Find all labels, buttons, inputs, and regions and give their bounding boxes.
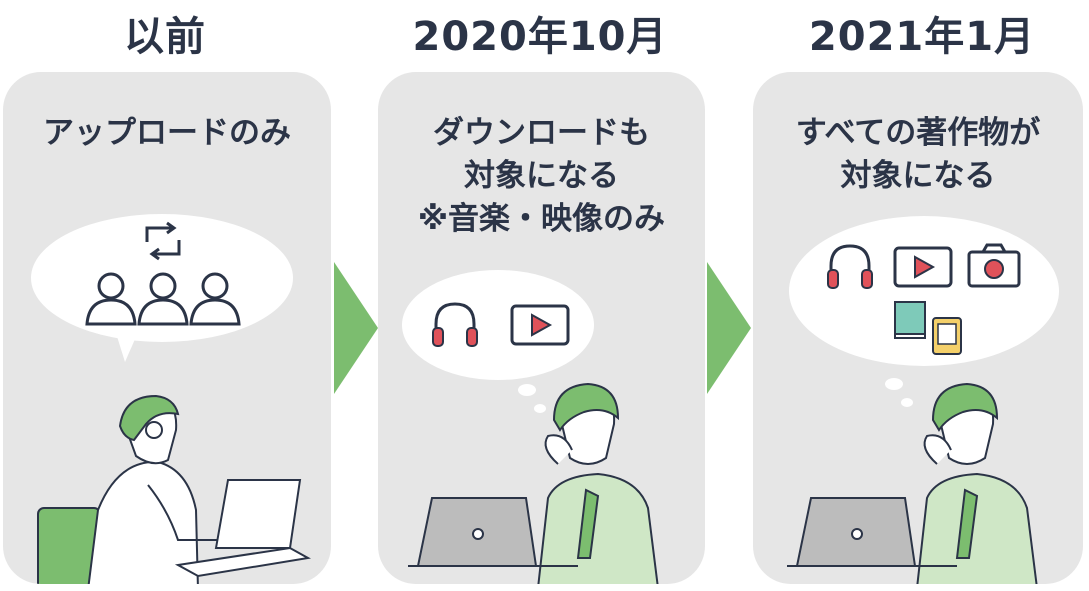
heading-line: すべての著作物が — [795, 115, 1041, 151]
man-thinking-laptop-illustration — [787, 382, 1038, 584]
heading-line: ※音楽・映像のみ — [417, 201, 666, 237]
ebook-icon — [932, 317, 962, 355]
thought-dot — [518, 384, 536, 396]
thought-dot — [885, 378, 903, 390]
stage-title-2021-1: 2021年1月 — [808, 14, 1036, 60]
thought-dot — [534, 404, 546, 413]
headphones-icon — [827, 244, 873, 289]
arrow-right-icon — [334, 262, 378, 394]
heading-line: アップロードのみ — [43, 115, 291, 151]
book-icon — [894, 301, 926, 339]
heading-line: ダウンロードも — [433, 115, 650, 151]
headphones-icon — [432, 302, 478, 347]
panel-heading: ダウンロードも 対象になる ※音楽・映像のみ — [378, 112, 705, 241]
panel-heading: アップロードのみ — [3, 112, 331, 155]
panel-2021-1: すべての著作物が 対象になる — [753, 72, 1083, 584]
thought-bubble — [789, 216, 1059, 366]
heading-line: 対象になる — [464, 158, 619, 194]
panel-before: アップロードのみ — [3, 72, 331, 584]
heading-line: 対象になる — [840, 158, 996, 194]
camera-icon — [967, 243, 1021, 288]
speech-bubble-tail — [115, 330, 139, 362]
speech-bubble — [31, 214, 293, 342]
stage-title-2020-10: 2020年10月 — [412, 14, 668, 60]
panel-2020-10: ダウンロードも 対象になる ※音楽・映像のみ — [378, 72, 705, 584]
people-icon — [85, 272, 241, 326]
man-thinking-laptop-illustration — [408, 382, 659, 584]
panel-heading: すべての著作物が 対象になる — [753, 112, 1083, 198]
stage-title-before: 以前 — [124, 14, 206, 60]
video-play-icon — [510, 304, 570, 346]
video-play-icon — [893, 246, 953, 288]
man-working-laptop-illustration — [37, 394, 311, 584]
share-arrows-icon — [145, 221, 181, 261]
thought-dot — [901, 398, 913, 407]
arrow-right-icon — [707, 262, 751, 394]
